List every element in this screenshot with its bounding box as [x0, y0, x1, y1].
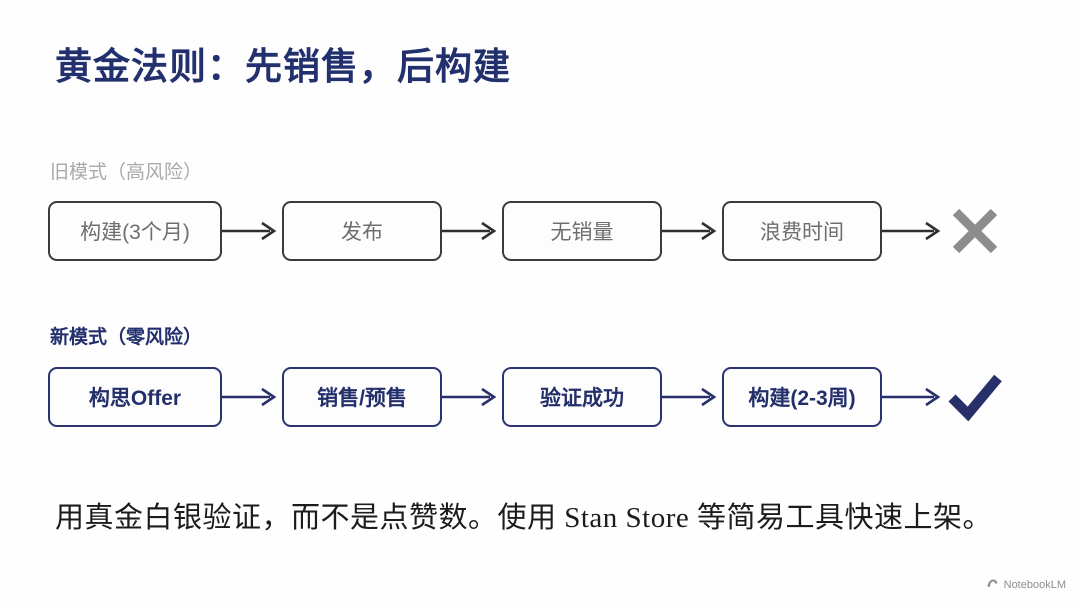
- flow-node-new-1[interactable]: 构思Offer: [48, 367, 222, 427]
- arrow-old-2: [442, 221, 502, 241]
- flow-node-old-2[interactable]: 发布: [282, 201, 442, 261]
- flow-node-new-4[interactable]: 构建(2-3周): [722, 367, 882, 427]
- flow-row-old-model: 构建(3个月) 发布 无销量 浪费时间: [48, 200, 1004, 262]
- page-title: 黄金法则：先销售，后构建: [55, 46, 511, 87]
- arrow-new-2: [442, 387, 502, 407]
- flow-node-old-3[interactable]: 无销量: [502, 201, 662, 261]
- arrow-old-3: [662, 221, 722, 241]
- flow-node-old-1[interactable]: 构建(3个月): [48, 201, 222, 261]
- flow-node-old-4[interactable]: 浪费时间: [722, 201, 882, 261]
- section-label-new-model: 新模式（零风险）: [50, 327, 203, 348]
- slide-caption: 用真金白银验证，而不是点赞数。使用 Stan Store 等简易工具快速上架。: [55, 502, 993, 534]
- notebooklm-watermark: NotebookLM: [986, 577, 1066, 593]
- check-mark-icon: [946, 368, 1004, 426]
- arrow-new-4: [882, 387, 946, 407]
- section-label-old-model: 旧模式（高风险）: [50, 162, 203, 183]
- arrow-old-1: [222, 221, 282, 241]
- flow-row-new-model: 构思Offer 销售/预售 验证成功 构建(2-3周): [48, 366, 1004, 428]
- flow-node-new-2[interactable]: 销售/预售: [282, 367, 442, 427]
- watermark-label: NotebookLM: [1003, 579, 1066, 591]
- flow-node-new-3[interactable]: 验证成功: [502, 367, 662, 427]
- arrow-old-4: [882, 221, 946, 241]
- arrow-new-3: [662, 387, 722, 407]
- x-mark-icon: [946, 202, 1004, 260]
- arrow-new-1: [222, 387, 282, 407]
- notebooklm-logo-icon: [986, 577, 999, 593]
